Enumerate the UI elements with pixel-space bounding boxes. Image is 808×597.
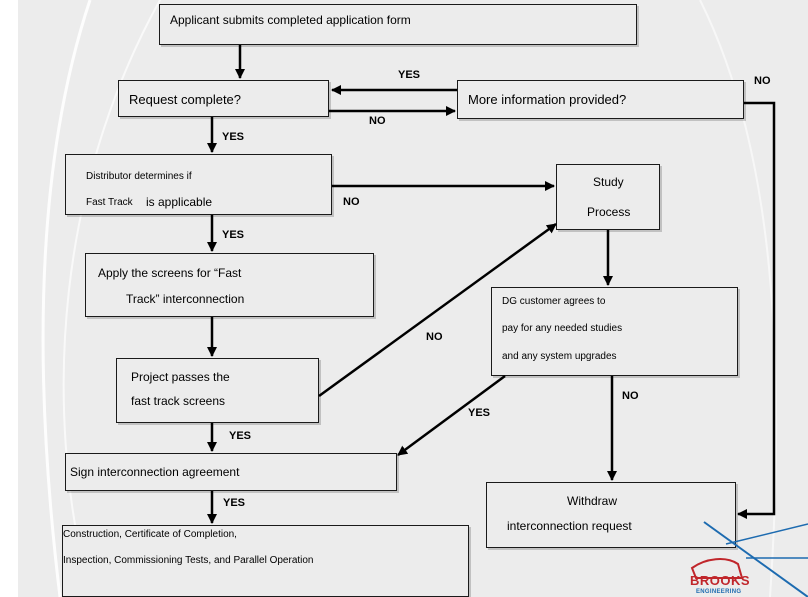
logo-brooks-text: BROOKS	[690, 573, 751, 588]
distributor-line2-small: Fast Track	[86, 197, 133, 208]
more-info-box: More information provided?	[457, 80, 744, 119]
dg-line1: DG customer agrees to	[502, 296, 606, 307]
passes-line2: fast track screens	[131, 394, 226, 408]
apply-screens-box: Apply the screens for “Fast Track” inter…	[85, 253, 374, 317]
study-line2: Process	[587, 205, 631, 219]
study-process-box: Study Process	[556, 164, 660, 230]
distributor-box: Distributor determines if Fast Track is …	[65, 154, 332, 215]
sign-agreement-box: Sign interconnection agreement	[65, 453, 397, 491]
study-line1: Study	[593, 175, 624, 189]
logo-engineering-text: ENGINEERING	[696, 589, 742, 595]
screens-line2: Track” interconnection	[126, 292, 245, 306]
passes-line1: Project passes the	[131, 370, 230, 384]
withdraw-line2: interconnection request	[507, 519, 632, 533]
withdraw-box: Withdraw interconnection request	[486, 482, 736, 548]
label-no-distributor-to-study: NO	[343, 196, 360, 208]
request-complete-text: Request complete?	[129, 92, 242, 107]
label-yes-request-to-distributor: YES	[222, 131, 245, 143]
construction-line2: Inspection, Commissioning Tests, and Par…	[63, 555, 314, 566]
label-no-request-to-more: NO	[369, 115, 386, 127]
label-yes-more-to-request: YES	[398, 69, 421, 81]
label-yes-distributor-to-screens: YES	[222, 229, 245, 241]
more-info-text: More information provided?	[468, 92, 627, 107]
label-yes-sign-to-construction: YES	[223, 497, 246, 509]
brooks-engineering-logo	[690, 521, 808, 597]
withdraw-line1: Withdraw	[567, 494, 618, 508]
label-no-passes-to-study: NO	[426, 331, 443, 343]
label-yes-dg-to-sign: YES	[468, 407, 491, 419]
distributor-line1: Distributor determines if	[86, 171, 192, 182]
project-passes-box: Project passes the fast track screens	[116, 358, 319, 423]
applicant-submits-text: Applicant submits completed application …	[170, 13, 411, 27]
label-no-dg-to-withdraw: NO	[622, 390, 639, 402]
request-complete-box: Request complete?	[118, 80, 329, 117]
dg-line2: pay for any needed studies	[502, 323, 623, 334]
dg-customer-box: DG customer agrees to pay for any needed…	[491, 287, 738, 376]
sign-text: Sign interconnection agreement	[70, 465, 240, 479]
label-yes-passes-to-sign: YES	[229, 430, 252, 442]
distributor-line2-large: is applicable	[146, 195, 213, 209]
construction-box: Construction, Certificate of Completion,…	[62, 525, 469, 597]
applicant-submits-box: Applicant submits completed application …	[159, 4, 637, 45]
construction-line1: Construction, Certificate of Completion,	[63, 529, 237, 540]
label-no-more-info: NO	[754, 75, 771, 87]
dg-line3: and any system upgrades	[502, 351, 617, 362]
screens-line1: Apply the screens for “Fast	[98, 266, 242, 280]
